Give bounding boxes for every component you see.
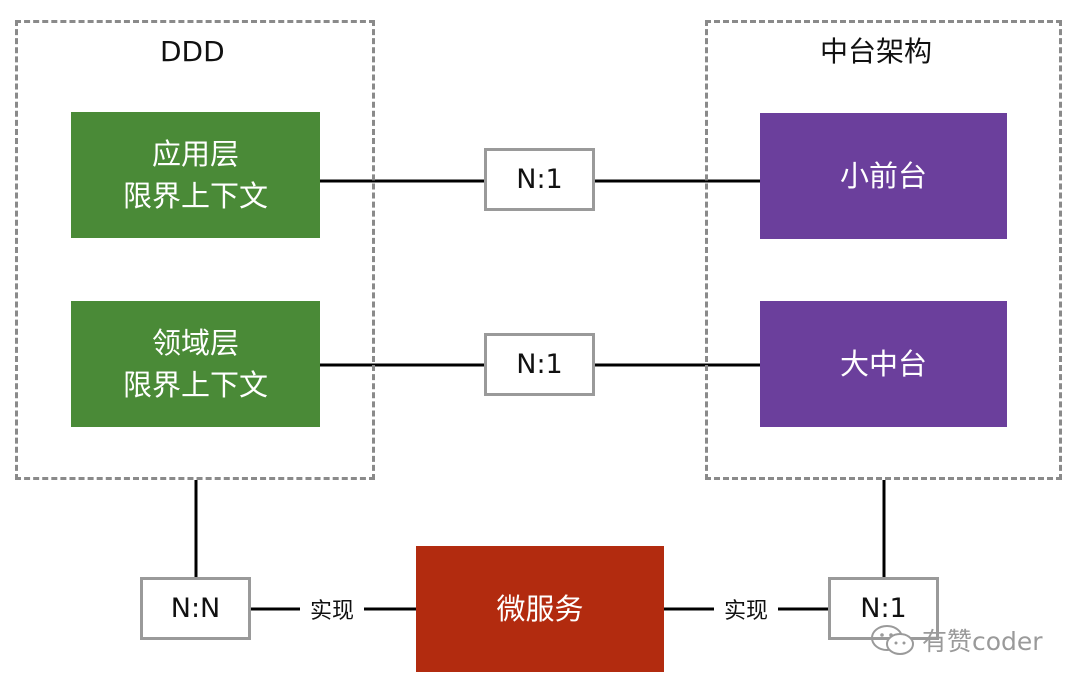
implement-label-left: 实现 xyxy=(300,594,364,624)
middle-platform-group xyxy=(705,20,1062,480)
domain-layer-box: 领域层 限界上下文 xyxy=(71,301,320,427)
big-middle-box: 大中台 xyxy=(760,301,1007,427)
ratio-app-front: N:1 xyxy=(484,148,595,211)
small-front-label: 小前台 xyxy=(839,158,927,193)
watermark-text: 有赞coder xyxy=(922,627,1043,656)
domain-layer-label: 领域层 xyxy=(151,325,239,360)
ratio-platform-micro: N:1 xyxy=(828,577,939,640)
ddd-group-title: DDD xyxy=(160,35,225,68)
wechat-icon xyxy=(871,625,914,655)
domain-layer-context-label: 限界上下文 xyxy=(122,368,268,402)
application-layer-context-label: 限界上下文 xyxy=(122,179,268,213)
application-layer-box: 应用层 限界上下文 xyxy=(71,112,320,238)
ddd-group xyxy=(15,20,375,480)
implement-label-right: 实现 xyxy=(714,594,778,624)
watermark: 有赞coder xyxy=(870,622,1043,658)
ratio-domain-middle: N:1 xyxy=(484,333,595,396)
middle-platform-group-title: 中台架构 xyxy=(820,35,933,68)
small-front-box: 小前台 xyxy=(760,113,1007,239)
microservices-label: 微服务 xyxy=(496,591,584,626)
big-middle-label: 大中台 xyxy=(839,346,927,381)
ratio-ddd-micro: N:N xyxy=(140,577,251,640)
application-layer-label: 应用层 xyxy=(151,136,239,171)
microservices-box: 微服务 xyxy=(416,546,664,672)
